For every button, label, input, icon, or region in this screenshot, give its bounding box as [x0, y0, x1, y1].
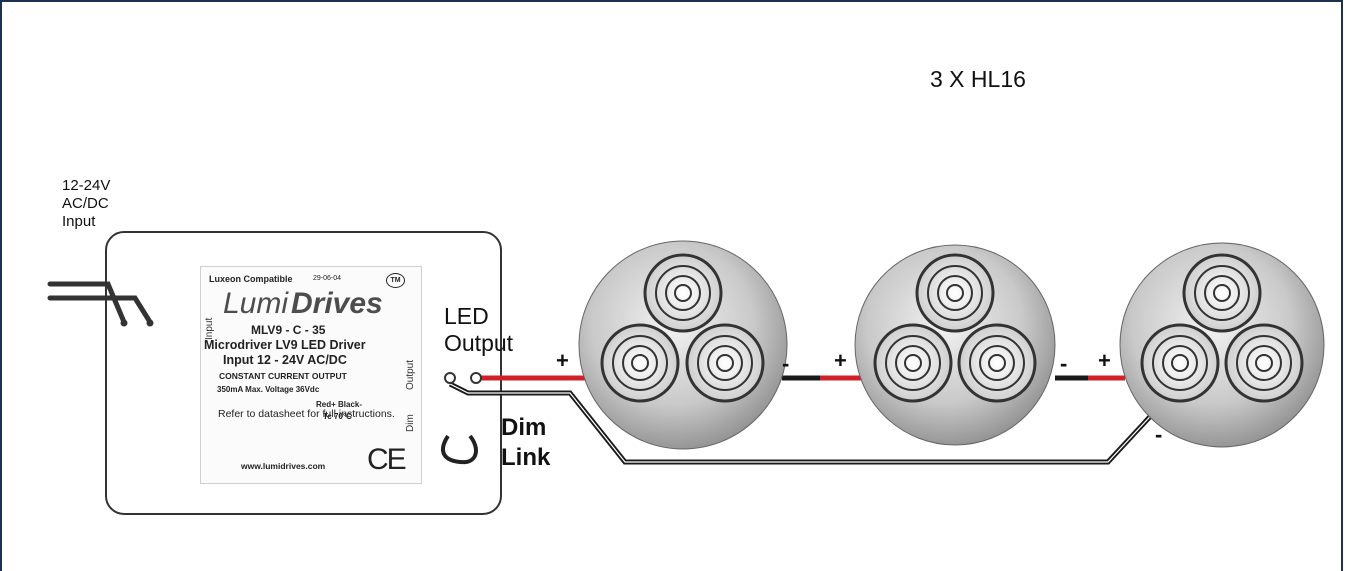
constant-current-text: CONSTANT CURRENT OUTPUT [219, 371, 347, 381]
brand-logo-part: Lumi [223, 287, 289, 320]
minus-sign-light-3: - [1155, 422, 1163, 447]
current-voltage-text: 350mA Max. Voltage 36Vdc [217, 385, 320, 394]
output-terminal-positive [470, 372, 482, 384]
input-label: 12-24V AC/DC Input [62, 177, 110, 231]
minus-sign-light-2: - [1060, 351, 1068, 376]
driver-label-panel: Luxeon Compatible 29-06-04 TM Lumi Drive… [200, 266, 422, 484]
side-output-label: Output [405, 359, 416, 390]
dim-link-label: Dim Link [501, 413, 550, 473]
ce-mark-icon: CE [367, 443, 407, 476]
black-return-wire [448, 381, 1160, 465]
side-dim-label: Dim [405, 414, 416, 432]
date-text: 29-06-04 [313, 275, 342, 282]
hl16-light-3 [1119, 242, 1325, 448]
refer-text: Refer to datasheet for full instructions… [218, 408, 395, 420]
temperature-text: Tc 70°C [323, 412, 352, 421]
dim-link-line: Link [501, 444, 551, 471]
minus-sign-light-1: - [782, 351, 790, 376]
compat-text: Luxeon Compatible [209, 274, 293, 284]
led-output-label: LED Output [444, 303, 513, 357]
polarity-text: Red+ Black- [316, 400, 363, 409]
plus-sign-light-2: + [834, 348, 847, 373]
brand-logo-part: Drives [291, 287, 383, 320]
input-wires-icon [47, 281, 153, 325]
led-output-line: Output [444, 330, 514, 356]
hl16-light-1 [578, 240, 788, 450]
diagram-title: 3 X HL16 [930, 66, 1026, 92]
output-terminal-negative [444, 372, 456, 384]
dim-link-line: Dim [501, 414, 547, 441]
input-label-line: 12-24V [62, 177, 111, 194]
model-text: MLV9 - C - 35 [251, 323, 326, 337]
driver-text: Microdriver LV9 LED Driver [204, 338, 366, 352]
input-label-line: AC/DC [62, 195, 109, 212]
trademark-icon: TM [386, 273, 405, 288]
plus-sign-light-1: + [556, 348, 569, 373]
dim-link-loop-icon [441, 434, 478, 465]
plus-sign-light-3: + [1098, 348, 1111, 373]
led-output-line: LED [444, 303, 489, 329]
input-spec-text: Input 12 - 24V AC/DC [223, 353, 347, 367]
side-input-label: Input [204, 317, 215, 340]
website-text: www.lumidrives.com [241, 461, 326, 471]
input-label-line: Input [62, 213, 96, 230]
hl16-light-2 [854, 244, 1056, 446]
